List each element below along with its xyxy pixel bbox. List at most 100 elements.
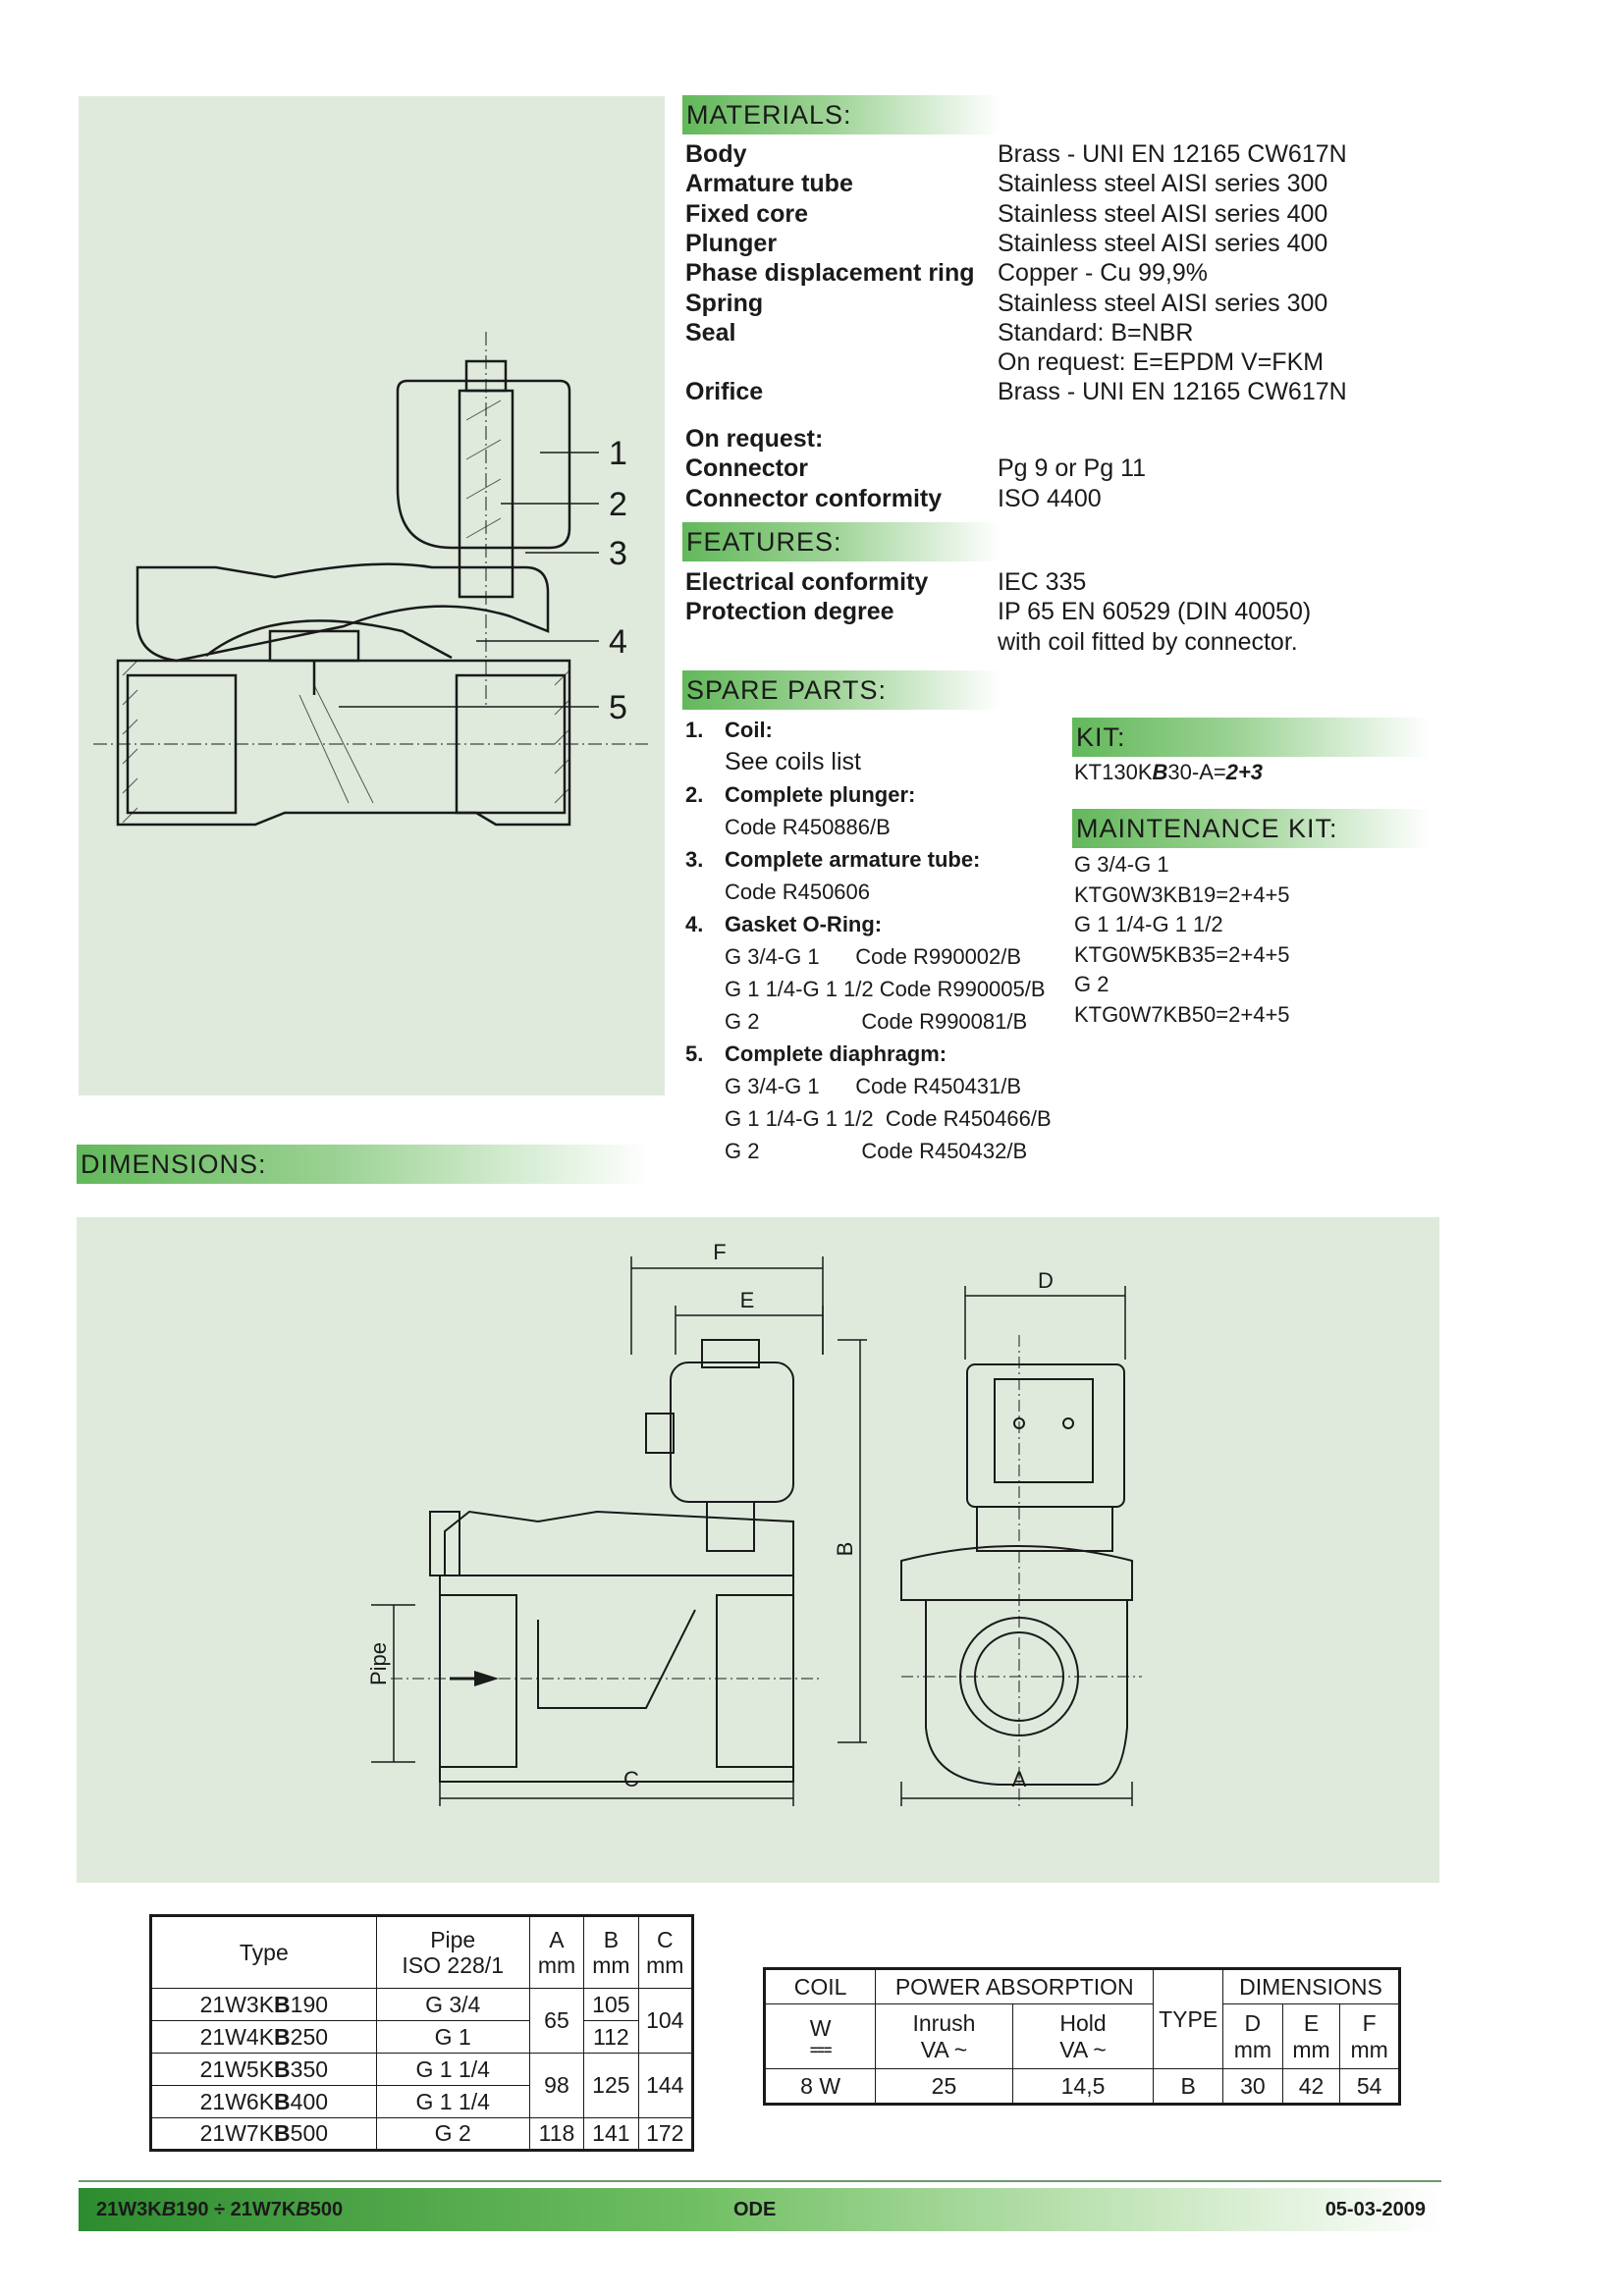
- dimensions-header: DIMENSIONS:: [77, 1145, 650, 1184]
- material-value: Copper - Cu 99,9%: [998, 259, 1209, 288]
- section-view-panel: [79, 96, 665, 1095]
- spare-part-number: 1.: [685, 718, 704, 742]
- material-value: IP 65 EN 60529 (DIN 40050): [998, 598, 1312, 626]
- materials-header: MATERIALS:: [682, 95, 1001, 134]
- dim-header-b: B mm: [583, 1915, 639, 1989]
- spare-part-text: G 2 Code R990081/B: [725, 1009, 1028, 1034]
- callout-4: 4: [609, 623, 627, 661]
- material-key: Body: [685, 140, 747, 168]
- material-key: Spring: [685, 289, 764, 317]
- material-value: with coil fitted by connector.: [998, 627, 1298, 656]
- maintenance-kit-header: MAINTENANCE KIT:: [1072, 809, 1430, 848]
- table-cell-a: 65: [528, 1988, 585, 2054]
- table-cell-type: 21W4KB250: [150, 2020, 377, 2054]
- footer-date: 05-03-2009: [1325, 2199, 1426, 2220]
- spare-part-line: 4. Gasket O-Ring:: [685, 908, 882, 940]
- dim-label-pipe: Pipe: [366, 1642, 391, 1685]
- spare-part-number: 5.: [685, 1041, 704, 1066]
- section-view-drawing: 1 2 3 4 5: [93, 332, 648, 827]
- dim-label-d: D: [1038, 1268, 1054, 1293]
- spare-part-text: Code R450886/B: [725, 815, 891, 839]
- kit-code: KT130KB30-A=2+3: [1074, 760, 1264, 784]
- table-cell-c: 144: [637, 2053, 694, 2118]
- spare-part-line: 1.Coil:: [685, 714, 773, 746]
- w-header: W===: [763, 2003, 877, 2069]
- table-cell-c: 104: [637, 1988, 694, 2054]
- material-key: Plunger: [685, 229, 778, 257]
- maintenance-kit-list: G 3/4-G 1 KTG0W3KB19=2+4+5 G 1 1/4-G 1 1/2…: [1074, 850, 1428, 1037]
- spare-part-line: 5.Complete diaphragm:: [685, 1038, 947, 1070]
- table-cell-pipe: G 3/4: [375, 1988, 530, 2021]
- maintenance-kit-line: KTG0W3KB19=2+4+5: [1074, 881, 1290, 907]
- dim-header-pipe: Pipe ISO 228/1: [375, 1915, 530, 1989]
- material-key: Fixed core: [685, 199, 809, 228]
- callout-2: 2: [609, 486, 627, 523]
- material-key: On request:: [685, 425, 824, 453]
- table-cell-pipe: G 1: [375, 2020, 530, 2054]
- spare-part-line: G 2 Code R450432/B: [685, 1135, 1027, 1167]
- material-value: Stainless steel AISI series 400: [998, 199, 1328, 228]
- spare-part-line: Code R450606: [685, 876, 870, 908]
- dim-header-a: A mm: [528, 1915, 585, 1989]
- spare-part-line: G 3/4-G 1 Code R450431/B: [685, 1070, 1021, 1102]
- table-cell-type: 21W3KB190: [150, 1988, 377, 2021]
- material-key: Connector: [685, 454, 808, 483]
- spare-part-number: 4.: [685, 912, 704, 936]
- spare-part-number: 2.: [685, 782, 704, 807]
- spare-part-line: G 1 1/4-G 1 1/2 Code R450466/B: [685, 1102, 1052, 1135]
- maintenance-kit-line: KTG0W5KB35=2+4+5: [1074, 941, 1290, 967]
- spare-part-text: G 1 1/4-G 1 1/2 Code R450466/B: [725, 1106, 1052, 1131]
- spare-part-text: Gasket O-Ring:: [725, 912, 883, 936]
- power-absorption-header: POWER ABSORPTION: [875, 1968, 1155, 2004]
- material-key: Phase displacement ring: [685, 259, 975, 288]
- spare-part-text: G 3/4-G 1 Code R990002/B: [725, 944, 1022, 969]
- maintenance-kit-line: G 1 1/4-G 1 1/2: [1074, 912, 1223, 936]
- material-value: Pg 9 or Pg 11: [998, 454, 1147, 483]
- table-cell-type: 21W7KB500: [150, 2117, 377, 2151]
- material-value: Brass - UNI EN 12165 CW617N: [998, 140, 1347, 168]
- table-cell-type: 21W5KB350: [150, 2053, 377, 2086]
- table-cell-w: 8 W: [763, 2068, 877, 2105]
- footer-brand: ODE: [733, 2199, 777, 2220]
- table-cell-a: 98: [528, 2053, 585, 2118]
- table-cell-b: 125: [583, 2053, 639, 2118]
- spare-part-line: G 1 1/4-G 1 1/2 Code R990005/B: [685, 973, 1046, 1005]
- dimensions-col-header: DIMENSIONS: [1222, 1968, 1400, 2004]
- spare-part-line: 3.Complete armature tube:: [685, 843, 980, 876]
- dimensions-table: Type Pipe ISO 228/1 A mm B mm C mm 21W3K…: [149, 1914, 694, 2152]
- dim-label-e: E: [740, 1288, 755, 1312]
- material-key: Electrical conformity: [685, 568, 929, 596]
- spare-part-text: G 1 1/4-G 1 1/2 Code R990005/B: [725, 977, 1046, 1001]
- table-cell-f: 54: [1339, 2068, 1400, 2105]
- table-cell-b: 112: [583, 2020, 639, 2054]
- footer-model-range: 21W3KB190 ÷ 21W7KB500: [96, 2199, 344, 2220]
- features-header: FEATURES:: [682, 522, 1001, 561]
- maintenance-kit-line: G 2: [1074, 972, 1109, 996]
- spare-part-text: Complete plunger:: [725, 782, 916, 807]
- dim-label-b: B: [833, 1542, 857, 1557]
- material-value: Stainless steel AISI series 300: [998, 170, 1328, 198]
- table-cell-hold: 14,5: [1011, 2068, 1155, 2105]
- material-value: On request: E=EPDM V=FKM: [998, 348, 1325, 377]
- spare-part-line: Code R450886/B: [685, 811, 891, 843]
- material-key: Orifice: [685, 378, 764, 406]
- spare-part-number: 3.: [685, 847, 704, 872]
- maintenance-kit-line: G 3/4-G 1: [1074, 852, 1169, 877]
- dim-label-f: F: [713, 1240, 726, 1264]
- table-cell-inrush: 25: [875, 2068, 1013, 2105]
- kit-header: KIT:: [1072, 718, 1430, 757]
- maintenance-kit-line: KTG0W7KB50=2+4+5: [1074, 1001, 1290, 1027]
- material-key: Seal: [685, 318, 736, 347]
- table-cell-d: 30: [1222, 2068, 1283, 2105]
- dim-header-c: C mm: [637, 1915, 694, 1989]
- material-value: Stainless steel AISI series 400: [998, 229, 1328, 257]
- table-cell-type: 21W6KB400: [150, 2085, 377, 2118]
- footer-bar: 21W3KB190 ÷ 21W7KB500 ODE 05-03-2009: [79, 2188, 1441, 2231]
- material-key: Connector conformity: [685, 484, 943, 512]
- table-cell-type: B: [1153, 2068, 1224, 2105]
- footer-rule: [79, 2180, 1441, 2182]
